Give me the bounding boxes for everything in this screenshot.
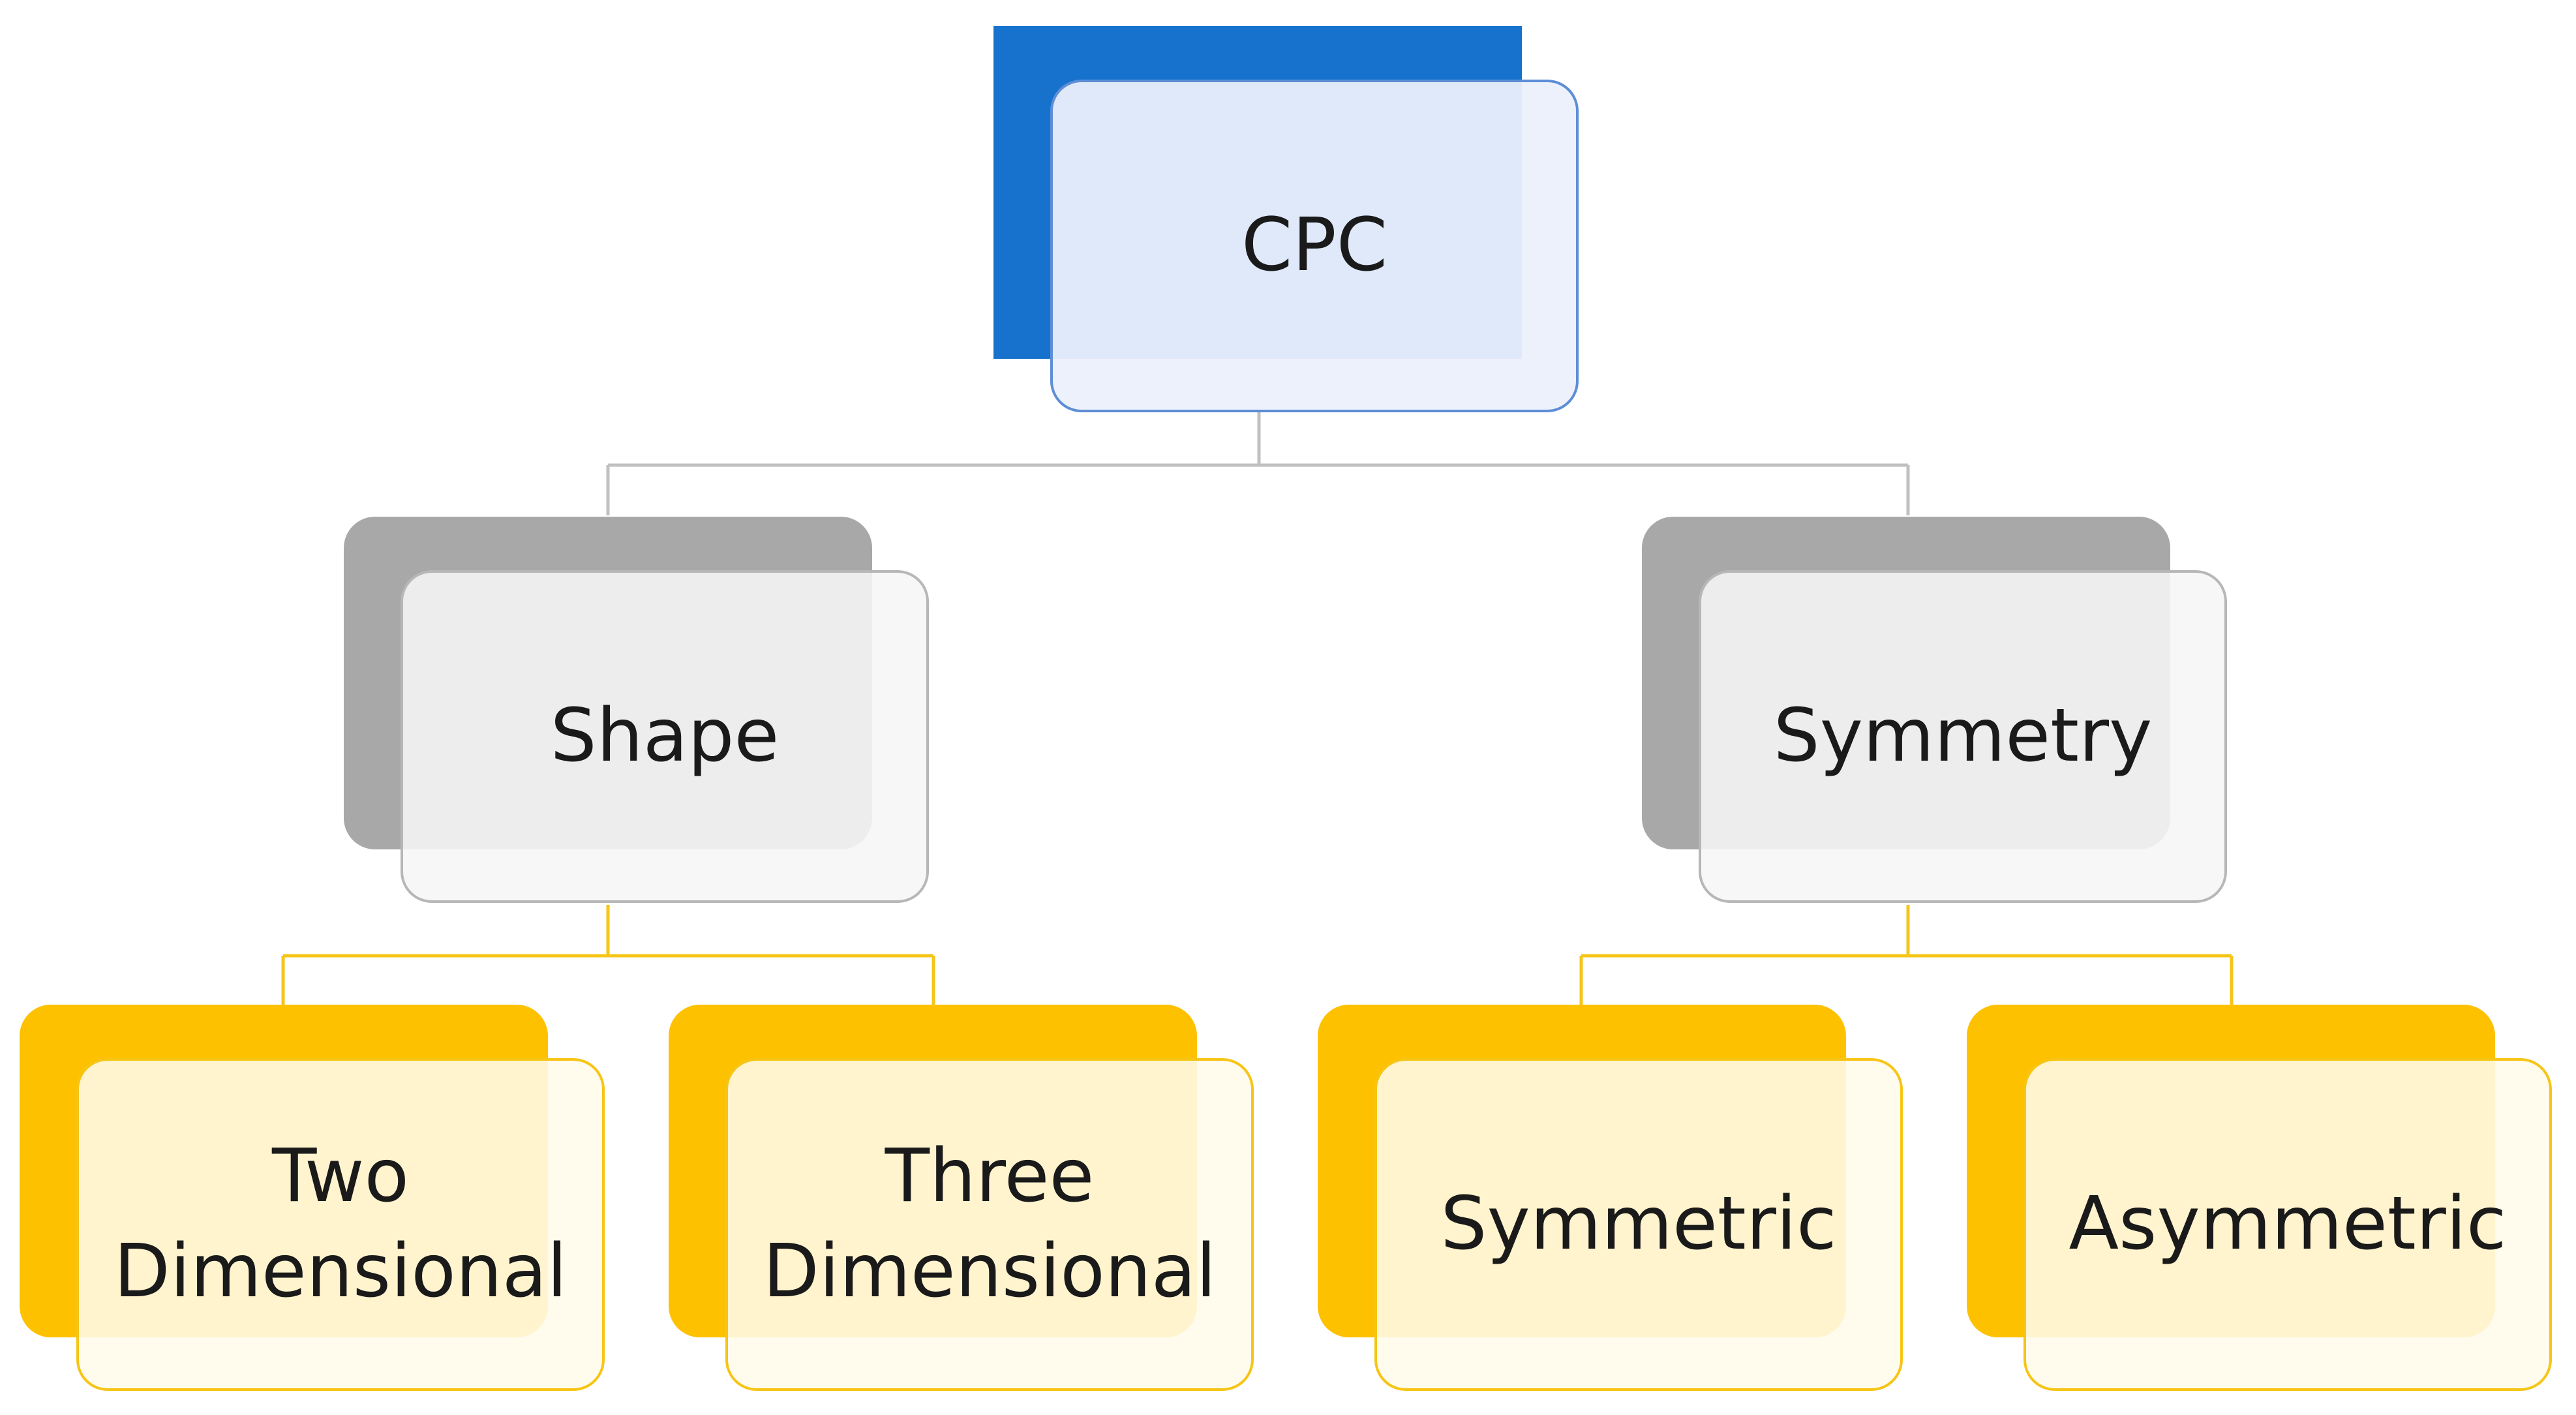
node-symmetry-box: Symmetry: [1699, 570, 2227, 903]
node-three-dimensional-box: Three Dimensional: [725, 1058, 1254, 1391]
node-asymmetric-box: Asymmetric: [2023, 1058, 2552, 1391]
node-two-dimensional-box: Two Dimensional: [76, 1058, 605, 1391]
connector-shape-to-children: [281, 905, 935, 1005]
connector-root-to-children: [606, 411, 1910, 515]
node-shape-box: Shape: [401, 570, 929, 903]
node-cpc-box: CPC: [1050, 80, 1579, 412]
node-cpc-label: CPC: [1241, 203, 1387, 288]
connector-symmetry-to-children: [1579, 905, 2234, 1005]
node-three-dimensional-label: Three Dimensional: [763, 1134, 1217, 1314]
node-shape-label: Shape: [550, 693, 780, 779]
node-two-dimensional-label: Two Dimensional: [114, 1134, 568, 1314]
node-symmetric-label: Symmetric: [1440, 1181, 1837, 1267]
node-symmetric-box: Symmetric: [1374, 1058, 1903, 1391]
node-symmetry-label: Symmetry: [1773, 693, 2153, 779]
node-asymmetric-label: Asymmetric: [2068, 1181, 2507, 1267]
